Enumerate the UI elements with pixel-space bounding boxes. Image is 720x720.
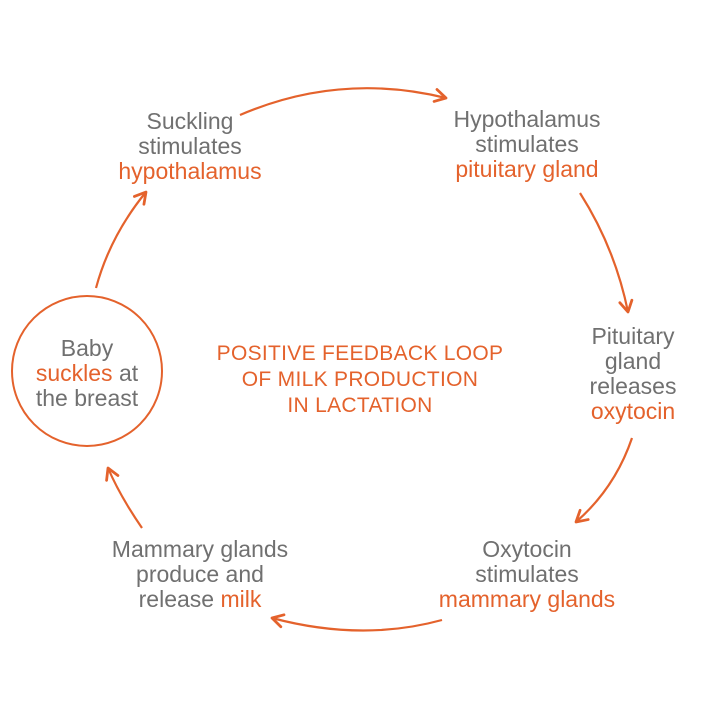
node-baby: Baby suckles at the breast bbox=[14, 336, 160, 411]
oxytocin-line-2: stimulates bbox=[475, 561, 579, 587]
title-line-2: OF MILK PRODUCTION bbox=[241, 368, 479, 391]
baby-line-1: Baby bbox=[60, 335, 114, 361]
mammary-highlight: milk bbox=[220, 586, 262, 612]
mammary-line-2: produce and bbox=[136, 561, 264, 587]
arrow-pituitary-to-oxytocin bbox=[574, 437, 634, 524]
arrow-hypothalamus-to-pituitary bbox=[579, 192, 634, 314]
arrow-baby-to-suckling bbox=[94, 190, 148, 289]
baby-circle bbox=[11, 295, 163, 447]
title-line-1: POSITIVE FEEDBACK LOOP bbox=[216, 342, 504, 365]
mammary-line-1: Mammary glands bbox=[111, 536, 289, 562]
baby-line-3: the breast bbox=[35, 385, 139, 411]
baby-highlight: suckles bbox=[35, 360, 113, 386]
pituitary-line-1: Pituitary bbox=[591, 323, 675, 349]
suckling-line-1: Suckling bbox=[146, 108, 234, 134]
hypothalamus-highlight: pituitary gland bbox=[455, 156, 599, 182]
arrow-oxytocin-to-mammary bbox=[270, 613, 443, 632]
node-suckling: Suckling stimulates hypothalamus bbox=[90, 109, 290, 184]
pituitary-highlight: oxytocin bbox=[590, 398, 676, 424]
node-mammary: Mammary glands produce and release milk bbox=[84, 537, 316, 612]
suckling-highlight: hypothalamus bbox=[118, 158, 262, 184]
oxytocin-line-1: Oxytocin bbox=[482, 536, 572, 562]
hypothalamus-line-2: stimulates bbox=[475, 131, 579, 157]
mammary-line-3: release milk bbox=[84, 587, 316, 612]
title-line-3: IN LACTATION bbox=[287, 394, 433, 417]
pituitary-line-3: releases bbox=[589, 373, 677, 399]
node-hypothalamus: Hypothalamus stimulates pituitary gland bbox=[412, 107, 642, 182]
baby-line-2: suckles at bbox=[14, 361, 160, 386]
node-pituitary: Pituitary gland releases oxytocin bbox=[568, 324, 698, 424]
diagram-title: POSITIVE FEEDBACK LOOP OF MILK PRODUCTIO… bbox=[190, 341, 530, 419]
suckling-line-2: stimulates bbox=[138, 133, 242, 159]
node-oxytocin: Oxytocin stimulates mammary glands bbox=[412, 537, 642, 612]
arrow-mammary-to-baby bbox=[105, 466, 143, 529]
pituitary-line-2: gland bbox=[604, 348, 662, 374]
mammary-line-3-pre: release bbox=[138, 586, 221, 612]
baby-line-2-rest: at bbox=[112, 360, 139, 386]
hypothalamus-line-1: Hypothalamus bbox=[453, 106, 601, 132]
oxytocin-highlight: mammary glands bbox=[438, 586, 616, 612]
arrow-suckling-to-hypothalamus bbox=[239, 87, 448, 117]
